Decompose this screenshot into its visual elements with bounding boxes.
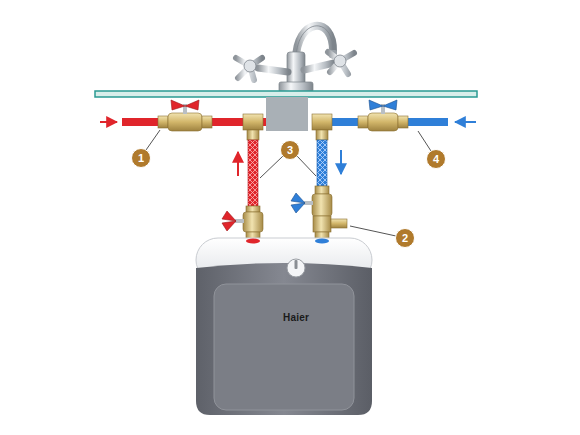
tee-hot [243, 114, 263, 140]
heater-body [196, 263, 372, 415]
flow-arrow-up [237, 152, 239, 176]
callout-circle [396, 229, 415, 248]
brand-logo: Haier [283, 313, 309, 323]
leader-line [297, 156, 316, 176]
flex-hose-cold [317, 140, 327, 186]
flow-arrow-cold [455, 121, 476, 123]
callout-circle [427, 150, 446, 169]
countertop [95, 91, 477, 97]
cross-handle-right [328, 52, 354, 74]
callout-number: 2 [402, 233, 408, 244]
ball-valve-hot [158, 100, 212, 131]
leader-line [260, 156, 283, 178]
faucet-mount-block [266, 97, 308, 131]
callout-circle [132, 149, 151, 168]
ball-valve-cold [358, 100, 408, 131]
flow-arrow-down [340, 150, 342, 174]
callout-circles [132, 141, 446, 248]
faucet-arm-left [258, 68, 288, 72]
leader-line [418, 131, 431, 151]
flow-arrow-hot [100, 121, 117, 123]
cold-port-ring [315, 239, 329, 244]
callout-number: 3 [287, 145, 293, 156]
outlet-valve [222, 206, 263, 239]
callout-number: 4 [433, 154, 439, 165]
safety-valve [291, 186, 347, 239]
leader-line [146, 130, 160, 150]
leader-line [350, 226, 396, 236]
knob-indicator [295, 260, 298, 269]
callout-number: 1 [138, 153, 144, 164]
thermostat-knob [287, 259, 305, 277]
hot-port-ring [246, 239, 260, 244]
flex-hose-hot [248, 140, 258, 206]
callout-circle [281, 141, 300, 160]
leader-lines [146, 130, 431, 236]
tee-cold [312, 114, 332, 140]
heater-front-panel [214, 284, 354, 410]
cross-handle-left [236, 58, 262, 80]
